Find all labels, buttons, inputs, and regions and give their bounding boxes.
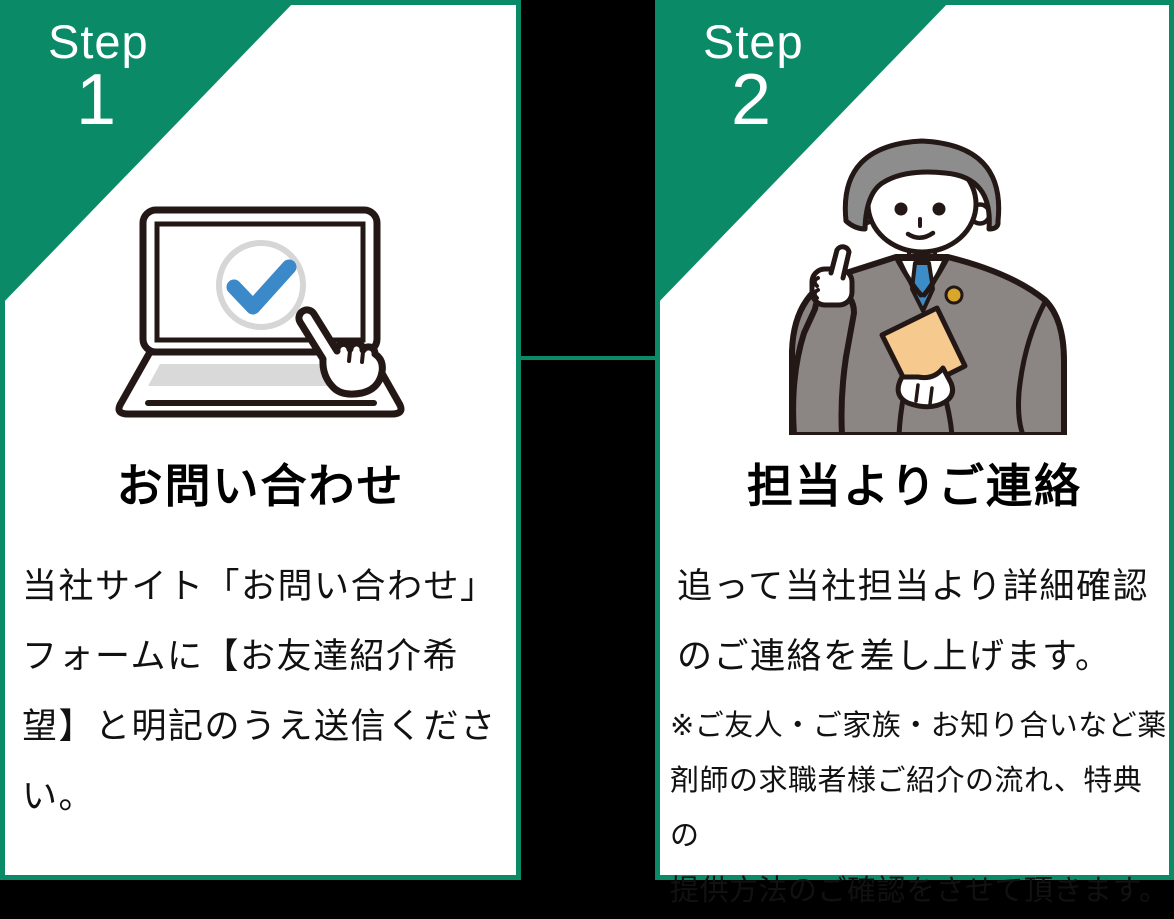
smile-mouth <box>905 230 936 240</box>
lapel-lines <box>893 254 951 298</box>
step-2-note-line: 提供方法のご確認をさせて頂きます。 <box>670 875 1169 907</box>
checkmark-icon <box>226 259 297 315</box>
step-2-badge-number: 2 <box>730 60 772 140</box>
step-1-title: お問い合わせ <box>116 460 405 512</box>
step-2-note: ※ご友人・ご家族・お知り合いなど薬 剤師の求職者様ご紹介の流れ、特典の 提供方法… <box>670 699 1169 919</box>
holding-hand <box>895 365 955 410</box>
hair <box>842 138 1002 232</box>
holding-hand-fingers <box>914 383 934 406</box>
businessman-pointing-icon <box>789 138 1067 435</box>
step-1-badge-number: 1 <box>75 60 117 140</box>
laptop-keyboard <box>148 364 370 386</box>
fist-knuckles <box>812 276 820 300</box>
step-1-description: 当社サイト「お問い合わせ」 フォームに【お友達紹介希 望】と明記のうえ送信くださ… <box>22 552 512 832</box>
step-2-badge-label: Step <box>703 15 804 68</box>
step-1-description-line: い。 <box>22 777 96 816</box>
step-connector-line <box>508 356 668 360</box>
step-2-description: 追って当社担当より詳細確認 のご連絡を差し上げます。 <box>677 552 1165 692</box>
step-2-title: 担当よりご連絡 <box>746 460 1083 512</box>
step-1-description-line: 望】と明記のうえ送信くださ <box>22 707 497 746</box>
step-2-description-line: のご連絡を差し上げます。 <box>677 637 1112 676</box>
step-2-description-line: 追って当社担当より詳細確認 <box>677 567 1150 606</box>
step-1-badge-label: Step <box>48 15 149 68</box>
step-card-2: Step 2 <box>655 0 1174 907</box>
lapel-pin <box>944 285 964 305</box>
right-arm-line <box>1016 299 1048 435</box>
pointing-hand-icon <box>295 306 386 398</box>
hand-knuckle-lines <box>347 349 365 364</box>
index-finger-up <box>828 244 852 281</box>
step-1-description-line: フォームに【お友達紹介希 <box>22 637 459 676</box>
step-2-note-line: ※ご友人・ご家族・お知り合いなど薬 <box>670 710 1167 742</box>
laptop-checkmark-click-icon <box>115 206 405 418</box>
step-2-note-line: 剤師の求職者様ご紹介の流れ、特典の <box>670 765 1143 852</box>
eye <box>932 202 946 216</box>
step-1-description-line: 当社サイト「お問い合わせ」 <box>22 567 497 606</box>
eye <box>894 202 908 216</box>
step-card-1: Step 1 お問い合わせ 当社サイト「お問い合わせ」 フォームに【お友達紹介希… <box>0 0 521 880</box>
